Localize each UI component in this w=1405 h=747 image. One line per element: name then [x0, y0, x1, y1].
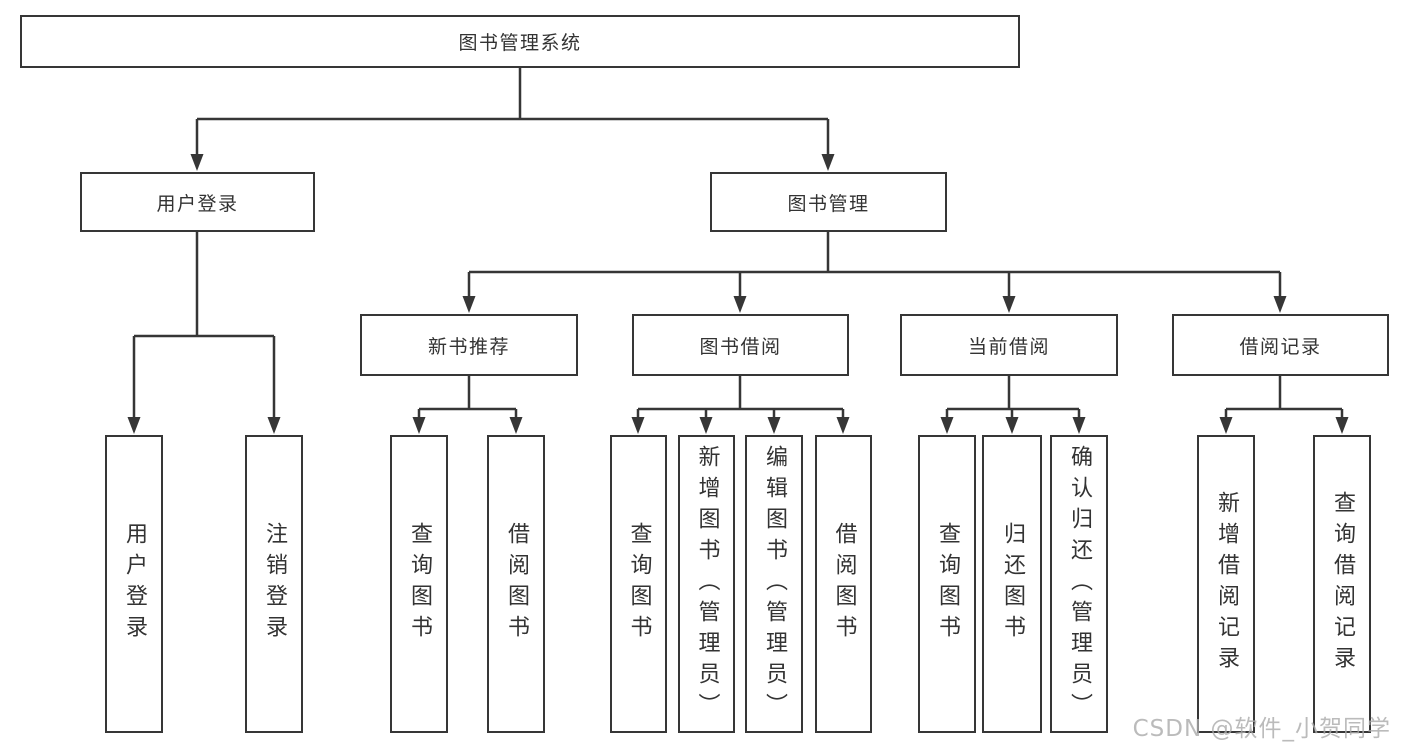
node-borrow-books-recommendation: 借阅图书 [487, 435, 545, 733]
node-query-books-recommendation: 查询图书 [390, 435, 448, 733]
node-query-borrow-record: 查询借阅记录 [1313, 435, 1371, 733]
node-library-management-system: 图书管理系统 [20, 15, 1020, 68]
node-current-borrowing: 当前借阅 [900, 314, 1118, 376]
node-user-login: 用户登录 [80, 172, 315, 232]
node-label: 新增图书（管理员） [694, 444, 720, 724]
node-label: 借阅图书 [831, 522, 857, 646]
node-label: 注销登录 [262, 522, 287, 646]
node-user-login-leaf: 用户登录 [105, 435, 163, 733]
node-label: 编辑图书（管理员） [762, 444, 787, 724]
node-edit-books-admin: 编辑图书（管理员） [745, 435, 803, 733]
node-book-borrowing: 图书借阅 [632, 314, 849, 376]
node-label: 用户登录 [122, 522, 147, 646]
node-label: 图书管理系统 [458, 32, 582, 54]
node-label: 归还图书 [1000, 522, 1025, 646]
node-book-management: 图书管理 [710, 172, 947, 232]
node-borrow-books-leaf: 借阅图书 [815, 435, 872, 733]
node-add-books-admin: 新增图书（管理员） [678, 435, 735, 733]
node-label: 查询图书 [626, 522, 652, 646]
node-label: 确认归还（管理员） [1067, 444, 1092, 724]
node-label: 借阅图书 [504, 522, 529, 646]
node-label: 用户登录 [156, 192, 239, 215]
node-label: 新增借阅记录 [1214, 491, 1239, 677]
node-label: 图书管理 [787, 192, 870, 215]
node-add-borrow-record: 新增借阅记录 [1197, 435, 1255, 733]
node-return-books: 归还图书 [982, 435, 1042, 733]
node-confirm-return-admin: 确认归还（管理员） [1050, 435, 1108, 733]
csdn-watermark: CSDN @软件_小贺同学 [1132, 716, 1391, 742]
node-label: 图书借阅 [699, 335, 782, 358]
node-label: 查询借阅记录 [1330, 491, 1355, 677]
node-label: 查询图书 [935, 522, 960, 646]
node-borrowing-records: 借阅记录 [1172, 314, 1389, 376]
node-label: 新书推荐 [427, 335, 510, 358]
node-query-books-borrowing: 查询图书 [610, 435, 667, 733]
node-label: 查询图书 [407, 522, 432, 646]
node-label: 当前借阅 [967, 335, 1050, 358]
node-label: 借阅记录 [1239, 335, 1322, 358]
arrowheads [127, 154, 1349, 434]
node-logout: 注销登录 [245, 435, 303, 733]
node-new-book-recommendation: 新书推荐 [360, 314, 578, 376]
node-query-books-current: 查询图书 [918, 435, 976, 733]
